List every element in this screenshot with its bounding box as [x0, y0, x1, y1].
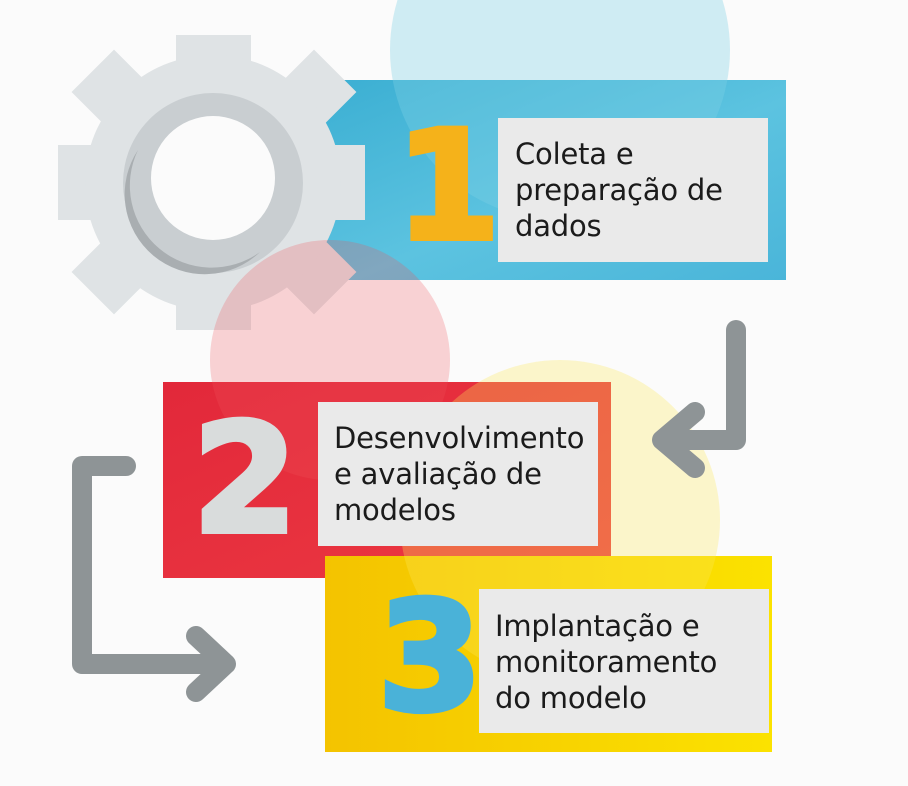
step-1-number: 1 — [396, 100, 500, 274]
step-3-label-line: do modelo — [495, 681, 647, 715]
step-2-label: Desenvolvimento e avaliação de modelos — [318, 402, 598, 546]
step-2-label-line: modelos — [334, 493, 456, 527]
step-1-label-line: Coleta e — [515, 137, 634, 171]
step-2-label-line: e avaliação de — [334, 457, 542, 491]
step-3-number: 3 — [378, 571, 482, 745]
step-3-label: Implantação e monitoramento do modelo — [479, 589, 769, 733]
step-1-label: Coleta e preparação de dados — [498, 118, 768, 262]
arrow-down-left-icon — [652, 320, 746, 478]
step-2-number: 2 — [193, 393, 297, 567]
step-3-label-line: monitoramento — [495, 645, 718, 679]
step-3-label-line: Implantação e — [495, 609, 700, 643]
arrow-loop-right-icon — [72, 456, 236, 702]
step-1-label-line: dados — [515, 209, 602, 243]
step-1-label-line: preparação de — [515, 173, 723, 207]
step-2-label-line: Desenvolvimento — [334, 421, 585, 455]
